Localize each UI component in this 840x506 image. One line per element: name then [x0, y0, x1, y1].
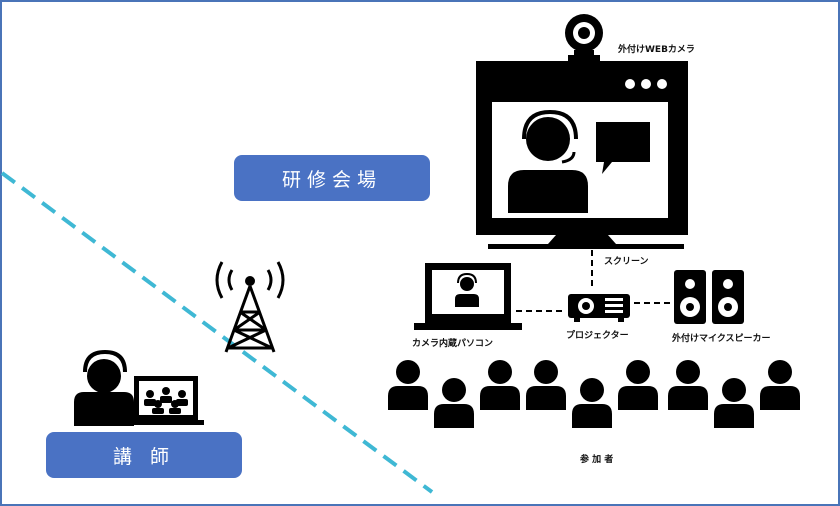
antenna-tip	[245, 276, 255, 286]
webcam-label: 外付けWEBカメラ	[618, 45, 695, 55]
instructor-icon	[74, 359, 134, 426]
connection-lines	[516, 250, 672, 312]
speaker-icon	[674, 270, 744, 324]
screen-label: スクリーン	[604, 257, 649, 267]
laptop-icon	[414, 263, 522, 330]
divider-line	[0, 171, 434, 494]
headset-icon	[83, 349, 127, 373]
participants-label: 参 加 者	[580, 455, 614, 465]
speaker-label: 外付けマイクスピーカー	[672, 334, 771, 344]
participant-group-left	[388, 360, 520, 428]
antenna-icon	[215, 261, 285, 353]
instructor-laptop-icon	[128, 376, 204, 425]
instructor-badge: 講 師	[46, 432, 242, 478]
projector-icon	[568, 294, 630, 322]
projector-label: プロジェクター	[566, 331, 629, 341]
venue-badge: 研修会場	[234, 155, 430, 201]
webcam-icon	[565, 14, 603, 61]
participant-group-right	[668, 360, 800, 428]
participant-group-center	[526, 360, 658, 428]
laptop-label: カメラ内蔵パソコン	[412, 339, 494, 349]
screen-monitor-icon	[476, 61, 688, 249]
